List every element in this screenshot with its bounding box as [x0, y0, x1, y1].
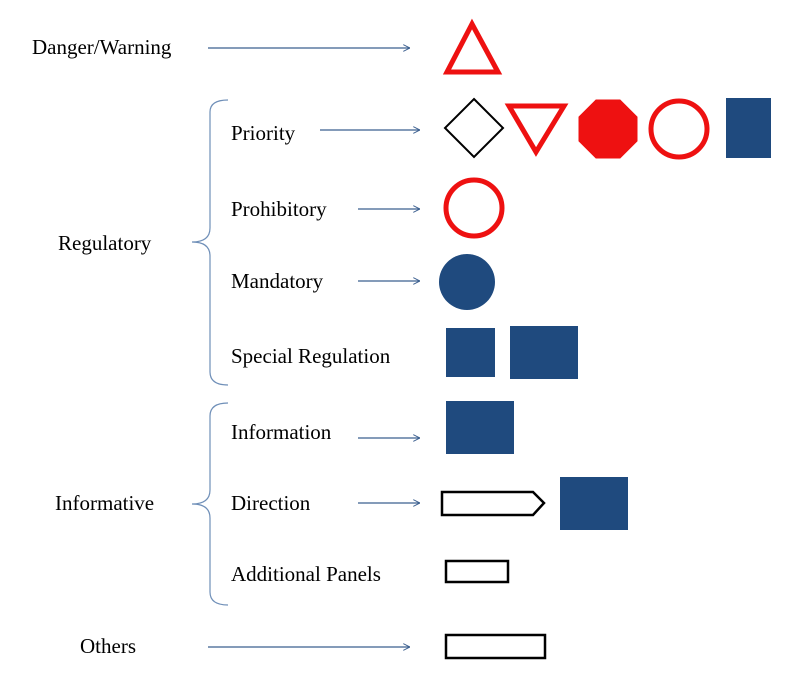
regulatory-label: Regulatory: [58, 231, 152, 255]
informative-label: Informative: [55, 491, 155, 515]
panel-rectangle-icon: [444, 559, 510, 584]
additional-panels-label: Additional Panels: [231, 562, 381, 586]
regulatory-brace: [191, 99, 229, 386]
red-inverted-triangle-icon: [504, 103, 569, 157]
danger-warning-label: Danger/Warning: [32, 35, 172, 59]
information-label: Information: [231, 420, 332, 444]
red-octagon-icon: [578, 99, 638, 159]
navy-rectangle-icon: [560, 477, 628, 530]
arrow-panel-icon: [440, 490, 546, 517]
panel-rectangle-icon: [444, 633, 547, 660]
others-label: Others: [80, 634, 136, 658]
diamond-icon: [443, 97, 505, 159]
prohibitory-label: Prohibitory: [231, 197, 327, 221]
navy-square-icon: [446, 328, 495, 377]
red-triangle-icon: [442, 18, 503, 75]
navy-circle-icon: [439, 254, 495, 310]
special-regulation-label: Special Regulation: [231, 344, 391, 368]
navy-rectangle-icon: [510, 326, 578, 379]
red-circle-icon: [648, 98, 710, 160]
navy-rectangle-icon: [446, 401, 514, 454]
navy-rectangle-icon: [726, 98, 771, 158]
direction-label: Direction: [231, 491, 311, 515]
mandatory-label: Mandatory: [231, 269, 324, 293]
informative-brace: [191, 402, 229, 606]
priority-label: Priority: [231, 121, 296, 145]
red-circle-icon: [443, 177, 505, 239]
